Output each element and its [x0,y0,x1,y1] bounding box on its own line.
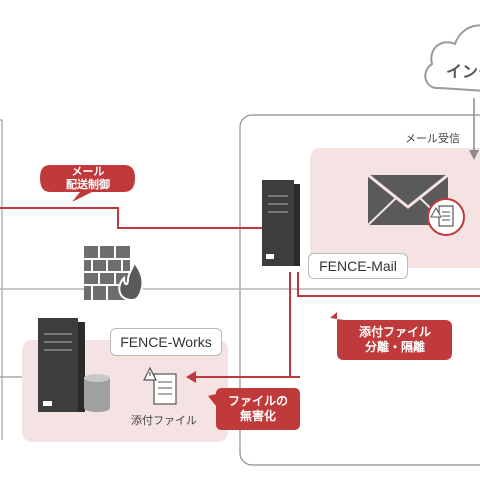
database-icon [84,374,110,412]
fence-works-server-icon [38,318,85,412]
callout-sanitize-shape [208,388,300,430]
callout-sanitize: ファイルの 無害化 [218,389,298,429]
mail-receive-label: メール受信 [405,133,460,145]
callout-separate-isolate: 添付ファイル 分離・隔離 [339,321,451,359]
internet-cloud-icon [424,24,480,92]
callout-separate-isolate-line1: 添付ファイル [358,325,431,339]
left-zone-border [0,119,3,440]
callout-delivery-control-shape [40,165,135,202]
attachment-document-icon [143,366,177,405]
attachment-file-label: 添付ファイル [131,415,197,427]
callout-separate-isolate-line2: 分離・隔離 [364,340,425,354]
fence-mail-server-icon [262,180,300,266]
right-zone-border [239,114,480,466]
fence-works-label: FENCE-Works [110,328,222,356]
mail-to-works-arrowhead [186,371,196,383]
attachment-warning-badge-icon [427,198,465,236]
callout-sanitize-line1: ファイルの [227,394,288,408]
callout-sanitize-line2: 無害化 [239,409,276,423]
mail-to-isolation-line [297,272,480,297]
callout-separate-isolate-shape [330,312,452,360]
fence-mail-label: FENCE-Mail [308,253,408,279]
callout-delivery-control-line1: メール [71,166,105,178]
callout-delivery-control-line2: 配送制御 [66,179,110,191]
firewall-icon [84,246,144,302]
mail-delivery-line [0,207,262,229]
internet-cloud-label: インタ [446,64,480,81]
callout-delivery-control: メール 配送制御 [42,166,134,192]
cloud-to-mail-arrowhead [469,150,479,160]
